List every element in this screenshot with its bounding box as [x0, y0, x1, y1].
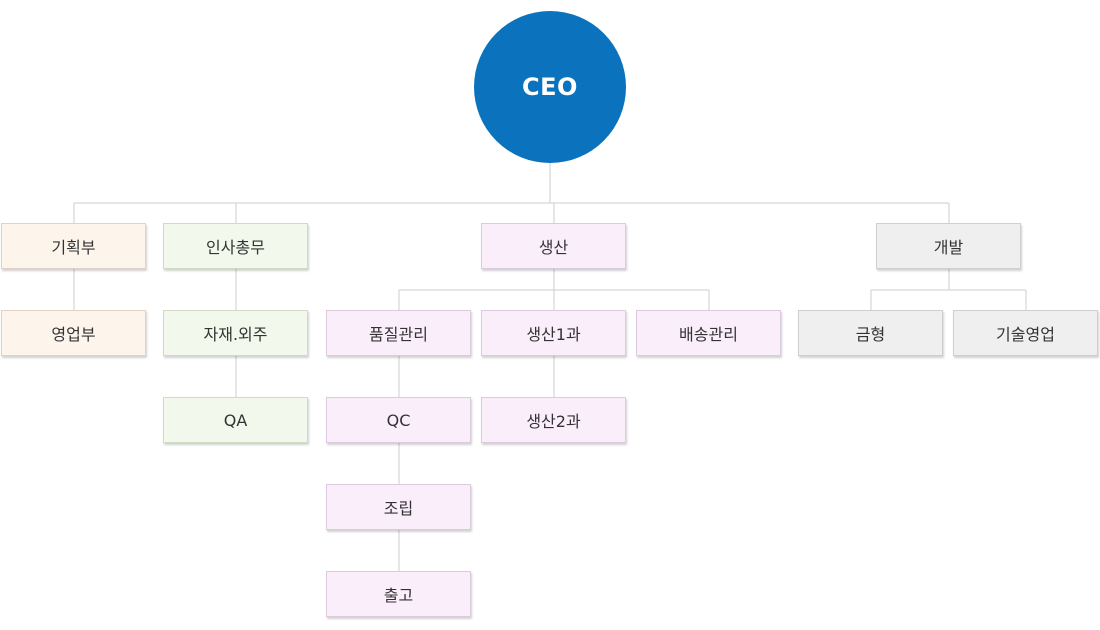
dept-qc[interactable]: QC [326, 397, 471, 443]
ceo-node[interactable]: CEO [474, 11, 626, 163]
dept-quality[interactable]: 품질관리 [326, 310, 471, 356]
dept-delivery[interactable]: 배송관리 [636, 310, 781, 356]
dept-techsales-label: 기술영업 [996, 325, 1055, 344]
dept-delivery-label: 배송관리 [679, 325, 738, 344]
dept-dev[interactable]: 개발 [876, 223, 1021, 269]
dept-assembly-label: 조립 [383, 499, 414, 518]
dept-planning-label: 기획부 [51, 238, 96, 257]
dept-prod1-label: 생산1과 [526, 325, 581, 344]
dept-prod2[interactable]: 생산2과 [481, 397, 626, 443]
dept-mold[interactable]: 금형 [798, 310, 943, 356]
dept-mold-label: 금형 [855, 325, 886, 344]
dept-shipping-label: 출고 [383, 586, 414, 605]
dept-material[interactable]: 자재.외주 [163, 310, 308, 356]
dept-sales-label: 영업부 [51, 325, 96, 344]
dept-qa-label: QA [223, 410, 248, 430]
dept-hr[interactable]: 인사총무 [163, 223, 308, 269]
dept-assembly[interactable]: 조립 [326, 484, 471, 530]
dept-material-label: 자재.외주 [203, 325, 268, 344]
dept-sales[interactable]: 영업부 [1, 310, 146, 356]
dept-qa[interactable]: QA [163, 397, 308, 443]
dept-prod2-label: 생산2과 [526, 412, 581, 431]
dept-dev-label: 개발 [933, 238, 964, 257]
dept-quality-label: 품질관리 [369, 325, 428, 344]
dept-prod1[interactable]: 생산1과 [481, 310, 626, 356]
dept-shipping[interactable]: 출고 [326, 571, 471, 617]
ceo-label: CEO [522, 73, 578, 101]
dept-hr-label: 인사총무 [206, 238, 265, 257]
dept-production[interactable]: 생산 [481, 223, 626, 269]
dept-production-label: 생산 [538, 238, 569, 257]
dept-planning[interactable]: 기획부 [1, 223, 146, 269]
dept-qc-label: QC [386, 410, 411, 430]
dept-techsales[interactable]: 기술영업 [953, 310, 1098, 356]
